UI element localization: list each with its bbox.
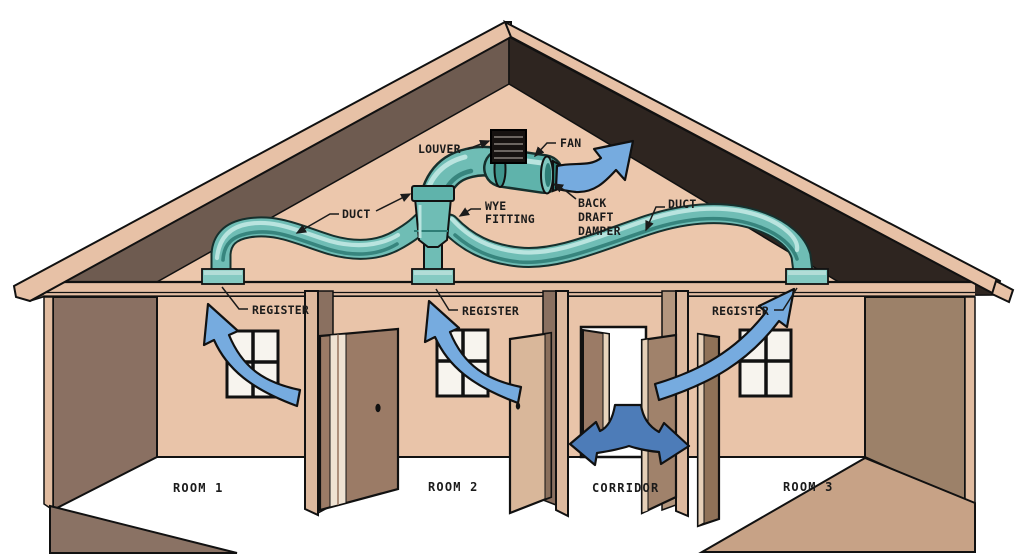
airflow-arrow-corridor xyxy=(568,403,691,467)
label-room1: ROOM 1 xyxy=(173,481,224,495)
label-register-room2: REGISTER xyxy=(462,304,519,318)
register-room2 xyxy=(411,268,455,285)
leader-duct-left-riser xyxy=(375,193,412,212)
leader-register1 xyxy=(221,286,248,310)
leader-duct-right xyxy=(645,206,665,232)
door-room2-handle xyxy=(375,403,381,413)
label-louver: LOUVER xyxy=(418,142,461,156)
component-labels: LOUVER FAN DUCT WYE FITTING BACK DRAFT D… xyxy=(252,136,769,318)
duct-system xyxy=(210,129,814,283)
airflow-arrow-room3 xyxy=(653,287,796,402)
leader-duct-left xyxy=(295,213,339,234)
ceiling-band xyxy=(44,280,975,298)
label-room3: ROOM 3 xyxy=(783,480,834,494)
leader-register2 xyxy=(435,288,458,311)
window-room3 xyxy=(738,328,793,398)
duct-left-highlight xyxy=(214,220,401,261)
label-wye-line2: FITTING xyxy=(485,212,535,226)
end-wall-left-edge xyxy=(43,296,54,512)
airflow-arrows xyxy=(202,287,796,467)
fascia-right-tip xyxy=(990,279,1015,304)
duct-left-shade xyxy=(221,230,399,262)
leader-wye xyxy=(458,207,481,217)
label-register-room3: REGISTER xyxy=(712,304,769,318)
floor-wedge-left xyxy=(49,504,238,554)
fan-outlet-inner xyxy=(544,163,552,187)
airflow-arrow-room1 xyxy=(202,302,302,408)
label-backdraft-line2: DRAFT xyxy=(578,210,614,224)
register3-top xyxy=(788,270,826,275)
label-duct-left: DUCT xyxy=(342,207,371,221)
partition-room2-corridor xyxy=(508,290,569,518)
label-corridor: CORRIDOR xyxy=(592,481,659,495)
end-wall-left xyxy=(52,296,158,512)
louver xyxy=(490,129,527,164)
roof-fascia xyxy=(12,19,1015,304)
leader-lines xyxy=(221,139,798,311)
label-duct-right: DUCT xyxy=(668,197,697,211)
label-register-room1: REGISTER xyxy=(252,303,309,317)
register2-top xyxy=(414,270,452,275)
register1-top xyxy=(204,270,242,275)
door-room3-edge xyxy=(697,333,705,527)
label-backdraft-line3: DAMPER xyxy=(578,224,621,238)
room-labels: ROOM 1 ROOM 2 CORRIDOR ROOM 3 xyxy=(173,480,834,495)
partition2-edge xyxy=(555,290,569,518)
door-room2-right-edge xyxy=(544,332,552,500)
leader-backdraft xyxy=(552,183,577,200)
floor-wedge-right xyxy=(698,456,976,553)
label-room2: ROOM 2 xyxy=(428,480,479,494)
leader-register3 xyxy=(774,287,798,311)
register-room3 xyxy=(785,268,829,285)
leader-fan xyxy=(533,142,556,158)
fan-body xyxy=(485,150,562,192)
label-wye-line1: WYE xyxy=(485,199,506,213)
wye-collar xyxy=(411,185,455,202)
duct-left-body xyxy=(212,206,438,281)
ceiling-face xyxy=(44,281,975,297)
end-wall-right-edge xyxy=(964,296,976,509)
label-backdraft-line1: BACK xyxy=(578,196,607,210)
door-room2-right-handle xyxy=(515,402,521,410)
partition1-edge xyxy=(304,290,319,517)
leader-louver xyxy=(467,139,491,150)
registers xyxy=(201,268,829,285)
partition3-edge xyxy=(675,290,689,518)
louver-slats xyxy=(494,136,523,159)
duct-left xyxy=(210,204,440,283)
register-room1 xyxy=(201,268,245,285)
label-fan: FAN xyxy=(560,136,581,150)
partition-room1-room2 xyxy=(304,290,400,517)
